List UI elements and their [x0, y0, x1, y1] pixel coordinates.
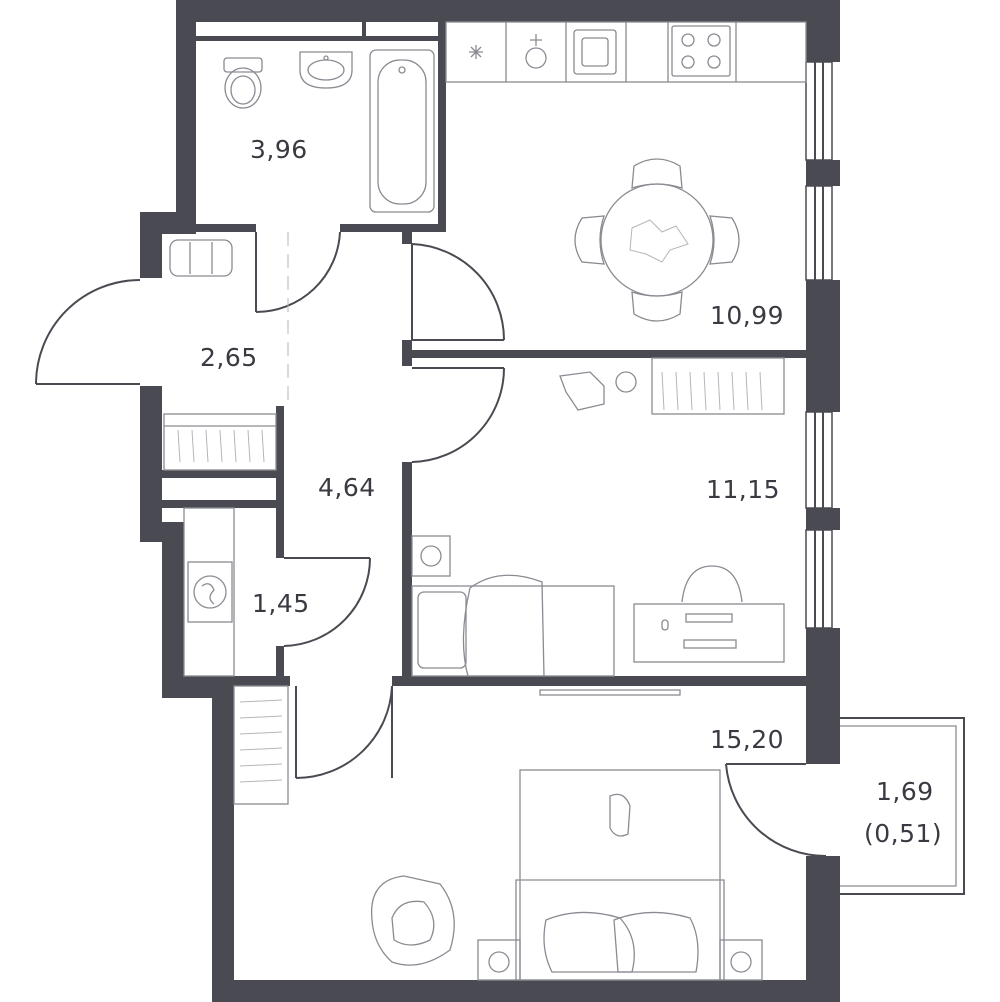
area-label-large-bedroom: 15,20: [710, 725, 784, 754]
balcony: [725, 717, 965, 895]
area-label-small-bedroom: 11,15: [706, 475, 780, 504]
area-label-kitchen: 10,99: [710, 301, 784, 330]
windows: [805, 61, 833, 629]
area-label-entry-hall: 2,65: [200, 343, 258, 372]
area-label-corridor: 4,64: [318, 473, 376, 502]
large-bedroom-fixtures: [233, 685, 763, 981]
walls: [140, 0, 840, 1002]
area-label-balcony-reduced: (0,51): [864, 819, 942, 848]
area-label-laundry: 1,45: [252, 589, 310, 618]
doors: [35, 231, 506, 780]
kitchen-fixtures: [445, 21, 807, 322]
hall-fixtures: [163, 239, 277, 471]
bathroom-fixtures: [223, 49, 435, 213]
area-labels: 3,96 10,99 2,65 4,64 1,45 11,15 15,20 1,…: [200, 135, 942, 848]
area-label-bathroom: 3,96: [250, 135, 308, 164]
small-bedroom-fixtures: [411, 357, 785, 677]
area-label-balcony: 1,69: [876, 777, 934, 806]
laundry-fixtures: [183, 507, 235, 677]
